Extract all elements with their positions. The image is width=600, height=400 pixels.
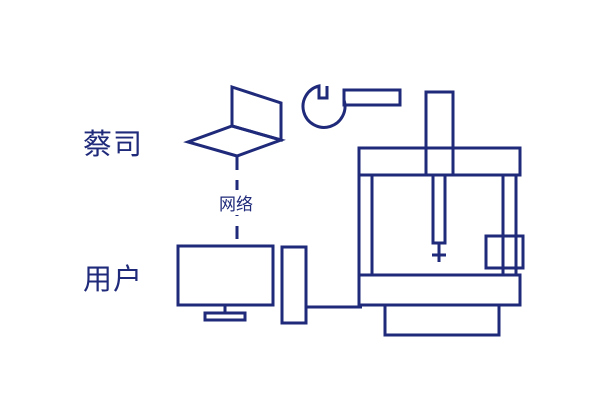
network-label: 网络	[216, 190, 256, 215]
monitor-icon	[176, 244, 275, 322]
wrench-icon	[301, 84, 402, 129]
controller-tower-icon	[280, 245, 308, 325]
laptop-icon	[183, 84, 286, 158]
vendor-label: 蔡司	[83, 127, 144, 161]
user-label: 用户	[83, 262, 144, 296]
cmm-machine-icon	[357, 90, 525, 337]
